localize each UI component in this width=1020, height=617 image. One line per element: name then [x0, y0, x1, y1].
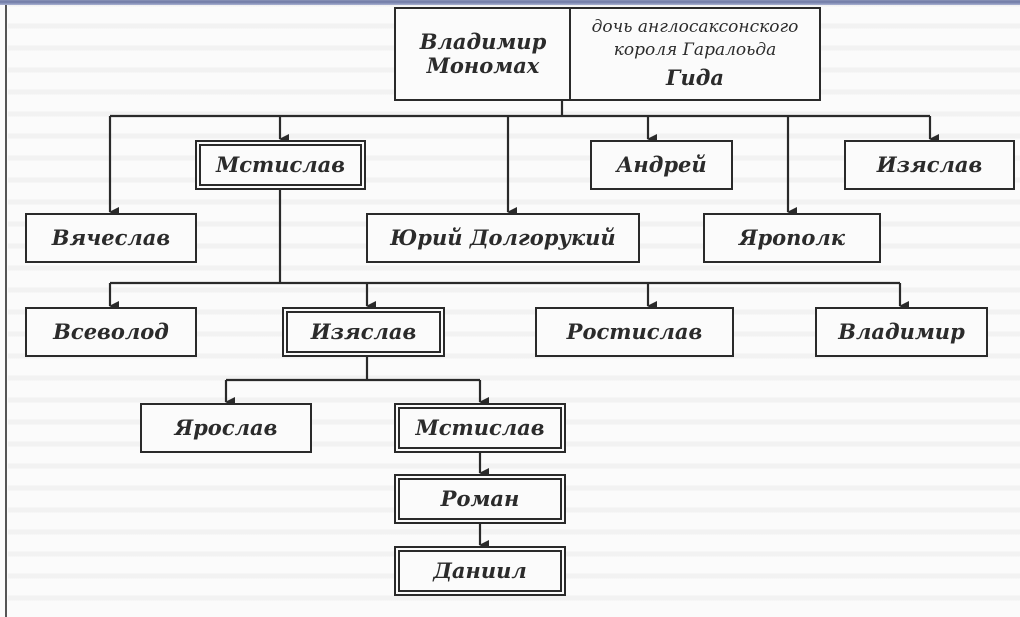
node-label: Владимир Мономах [419, 28, 547, 78]
node-label: Юрий Долгорукий [390, 224, 616, 250]
window-top-bar [0, 0, 1020, 5]
node-andrey: Андрей [590, 140, 733, 190]
wife-name: Гида [666, 65, 724, 91]
node-roman: Роман [394, 474, 566, 524]
node-label: Всеволод [53, 318, 169, 344]
node-vladimir-monomakh: Владимир Мономах [394, 7, 572, 101]
node-label: Вячеслав [51, 224, 171, 250]
node-yuri-dolgoruky: Юрий Долгорукий [366, 213, 640, 263]
node-label: Ростислав [566, 318, 703, 344]
node-mstislav-1: Мстислав [195, 140, 366, 190]
node-label: Изяслав [876, 151, 983, 177]
node-label: Мстислав [215, 151, 346, 177]
node-vyacheslav: Вячеслав [25, 213, 197, 263]
node-izyaslav-2: Изяслав [282, 307, 445, 357]
node-label: Роман [440, 485, 520, 511]
node-rostislav: Ростислав [535, 307, 734, 357]
node-label: Андрей [616, 151, 707, 177]
node-yaropolk: Ярополк [703, 213, 881, 263]
node-label: Мстислав [415, 414, 545, 440]
node-label: Ярослав [174, 414, 278, 440]
node-izyaslav-1: Изяслав [844, 140, 1015, 190]
node-daniil: Даниил [394, 546, 566, 596]
node-mstislav-2: Мстислав [394, 403, 566, 453]
wife-desc-line1: дочь англосаксонского [591, 16, 799, 37]
node-label: Даниил [433, 557, 527, 583]
node-gida: дочь англосаксонского короля Гаралоьда Г… [569, 7, 821, 101]
wife-desc-line2: короля Гаралоьда [613, 40, 777, 61]
node-vsevolod: Всеволод [25, 307, 197, 357]
node-label: Ярополк [738, 224, 846, 250]
node-vladimir: Владимир [815, 307, 988, 357]
page-left-border [5, 5, 7, 617]
node-label: Владимир [838, 318, 965, 344]
node-label: Изяслав [310, 318, 417, 344]
node-yaroslav: Ярослав [140, 403, 312, 453]
